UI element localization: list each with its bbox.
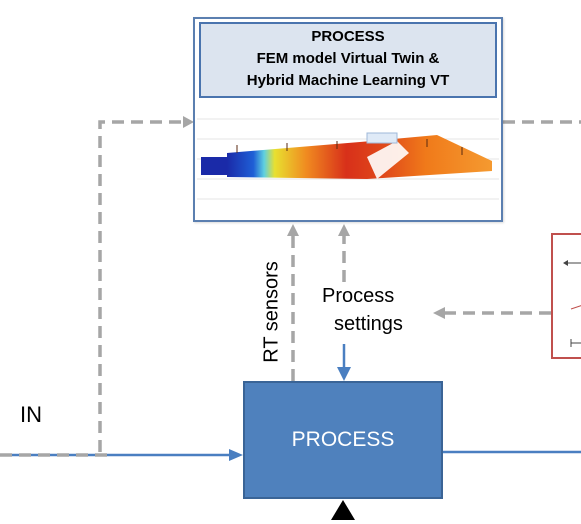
virtual-twin-box: PROCESS FEM model Virtual Twin & Hybrid … bbox=[193, 17, 503, 222]
rt-sensors-label: RT sensors bbox=[260, 261, 283, 363]
process-settings-arrowhead bbox=[338, 224, 350, 236]
fem-simulation-image bbox=[197, 101, 499, 219]
bottom-triangle-marker bbox=[331, 500, 355, 520]
vt-title-line-2: FEM model Virtual Twin & bbox=[256, 50, 440, 67]
settings-to-process-arrowhead bbox=[337, 367, 351, 381]
input-to-vt-dashed-line bbox=[98, 120, 186, 452]
input-label: IN bbox=[20, 402, 42, 427]
process-settings-label-line-2: settings bbox=[334, 313, 403, 335]
input-arrowhead bbox=[229, 449, 243, 461]
vt-title-line-3: Hybrid Machine Learning VT bbox=[246, 72, 450, 89]
vt-title-line-1: PROCESS bbox=[311, 28, 385, 45]
process-label: PROCESS bbox=[291, 428, 395, 451]
rt-sensors-arrowhead bbox=[287, 224, 299, 236]
side-panel-to-settings-arrowhead bbox=[433, 307, 445, 319]
process-settings-label-line-1: Process bbox=[322, 285, 395, 307]
virtual-twin-header: PROCESS FEM model Virtual Twin & Hybrid … bbox=[199, 22, 497, 98]
input-to-vt-arrowhead bbox=[183, 116, 194, 128]
side-panel-graphic bbox=[563, 260, 581, 347]
process-box: PROCESS bbox=[243, 381, 443, 499]
side-panel-partial bbox=[551, 233, 581, 359]
